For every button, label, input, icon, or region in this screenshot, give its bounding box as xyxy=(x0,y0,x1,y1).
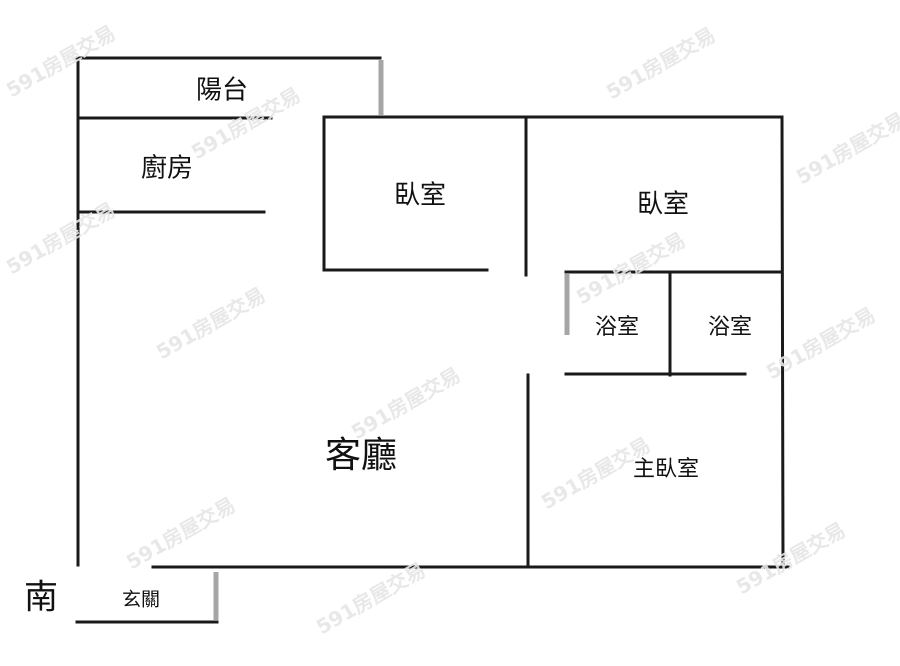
room-label-balcony: 陽台 xyxy=(195,75,249,106)
room-label-bedroom-2: 臥室 xyxy=(636,189,690,220)
room-label-kitchen: 廚房 xyxy=(140,153,194,184)
room-label-living-room: 客廳 xyxy=(324,435,398,476)
room-label-master-bedroom: 主臥室 xyxy=(632,457,700,482)
room-label-bathroom-1: 浴室 xyxy=(594,315,640,340)
orientation-label: 南 xyxy=(24,577,58,618)
wall-right xyxy=(780,115,785,565)
room-label-entrance: 玄關 xyxy=(121,588,161,611)
room-label-bedroom-1: 臥室 xyxy=(393,180,447,211)
room-label-bathroom-2: 浴室 xyxy=(707,315,753,340)
